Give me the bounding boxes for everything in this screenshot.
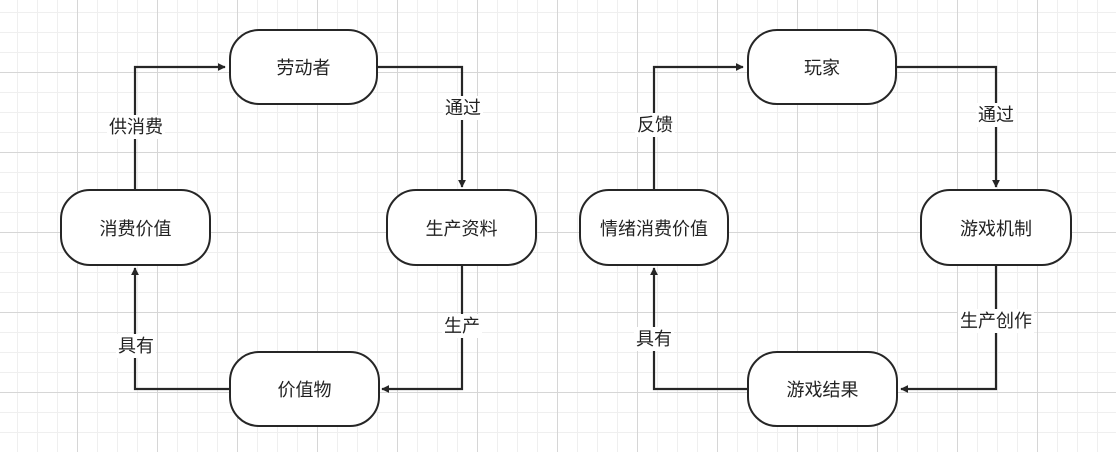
node-means-of-production-label: 生产资料 bbox=[425, 218, 498, 239]
node-game-result[interactable]: 游戏结果 bbox=[747, 351, 898, 427]
node-means-of-production[interactable]: 生产资料 bbox=[386, 189, 537, 266]
edge-means-to-value-object bbox=[381, 266, 464, 393]
node-value-object[interactable]: 价值物 bbox=[229, 351, 380, 427]
node-emotional-value-label: 情绪消费价值 bbox=[600, 218, 708, 239]
node-consumption-value[interactable]: 消费价值 bbox=[60, 189, 211, 266]
edge-mechanics-to-result bbox=[900, 266, 998, 393]
edge-consumption-to-laborer bbox=[133, 63, 226, 189]
edge-label-emotional-to-player: 反馈 bbox=[635, 113, 675, 137]
node-player[interactable]: 玩家 bbox=[747, 29, 897, 105]
node-laborer-label: 劳动者 bbox=[276, 58, 331, 78]
edge-label-means-to-value-object: 生产 bbox=[442, 314, 482, 338]
edge-label-result-to-emotional: 具有 bbox=[634, 327, 674, 351]
edge-label-consumption-to-laborer: 供消费 bbox=[107, 115, 165, 139]
edge-label-value-object-to-consumption: 具有 bbox=[116, 334, 156, 358]
node-game-mechanics[interactable]: 游戏机制 bbox=[920, 189, 1072, 266]
node-laborer[interactable]: 劳动者 bbox=[229, 29, 378, 105]
edge-laborer-to-means bbox=[378, 65, 466, 188]
edge-label-laborer-to-means: 通过 bbox=[443, 96, 483, 120]
edge-emotional-to-player bbox=[652, 63, 744, 189]
node-game-mechanics-label: 游戏机制 bbox=[960, 218, 1032, 239]
edge-label-player-to-mechanics: 通过 bbox=[976, 103, 1016, 127]
edge-player-to-mechanics bbox=[897, 65, 1000, 188]
edge-value-object-to-consumption bbox=[131, 267, 229, 391]
node-value-object-label: 价值物 bbox=[277, 380, 332, 400]
node-emotional-value[interactable]: 情绪消费价值 bbox=[579, 189, 729, 266]
node-consumption-value-label: 消费价值 bbox=[99, 218, 172, 239]
node-player-label: 玩家 bbox=[804, 58, 840, 78]
node-game-result-label: 游戏结果 bbox=[786, 380, 859, 400]
edge-result-to-emotional bbox=[650, 267, 747, 391]
edge-label-mechanics-to-result: 生产创作 bbox=[958, 309, 1034, 333]
